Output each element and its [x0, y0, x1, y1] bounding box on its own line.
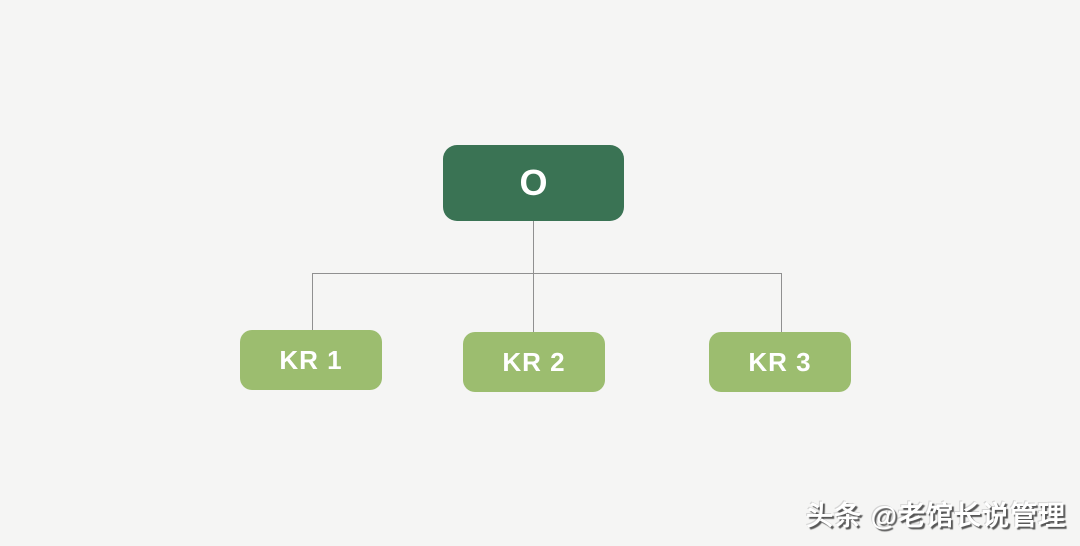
connector-crossbar — [312, 273, 782, 274]
key-result-node-3: KR 3 — [709, 332, 851, 392]
key-result-label-1: KR 1 — [279, 344, 343, 375]
connector-stem — [533, 221, 534, 273]
key-result-node-2: KR 2 — [463, 332, 605, 392]
connector-drop-kr2 — [533, 273, 534, 333]
objective-label: O — [519, 162, 548, 203]
connector-drop-kr1 — [312, 273, 313, 331]
objective-node: O — [443, 145, 624, 221]
connector-drop-kr3 — [781, 273, 782, 333]
key-result-node-1: KR 1 — [240, 330, 382, 390]
key-result-label-3: KR 3 — [748, 346, 812, 377]
watermark: 头条 @老馆长说管理 — [806, 501, 1066, 531]
key-result-label-2: KR 2 — [502, 346, 566, 377]
